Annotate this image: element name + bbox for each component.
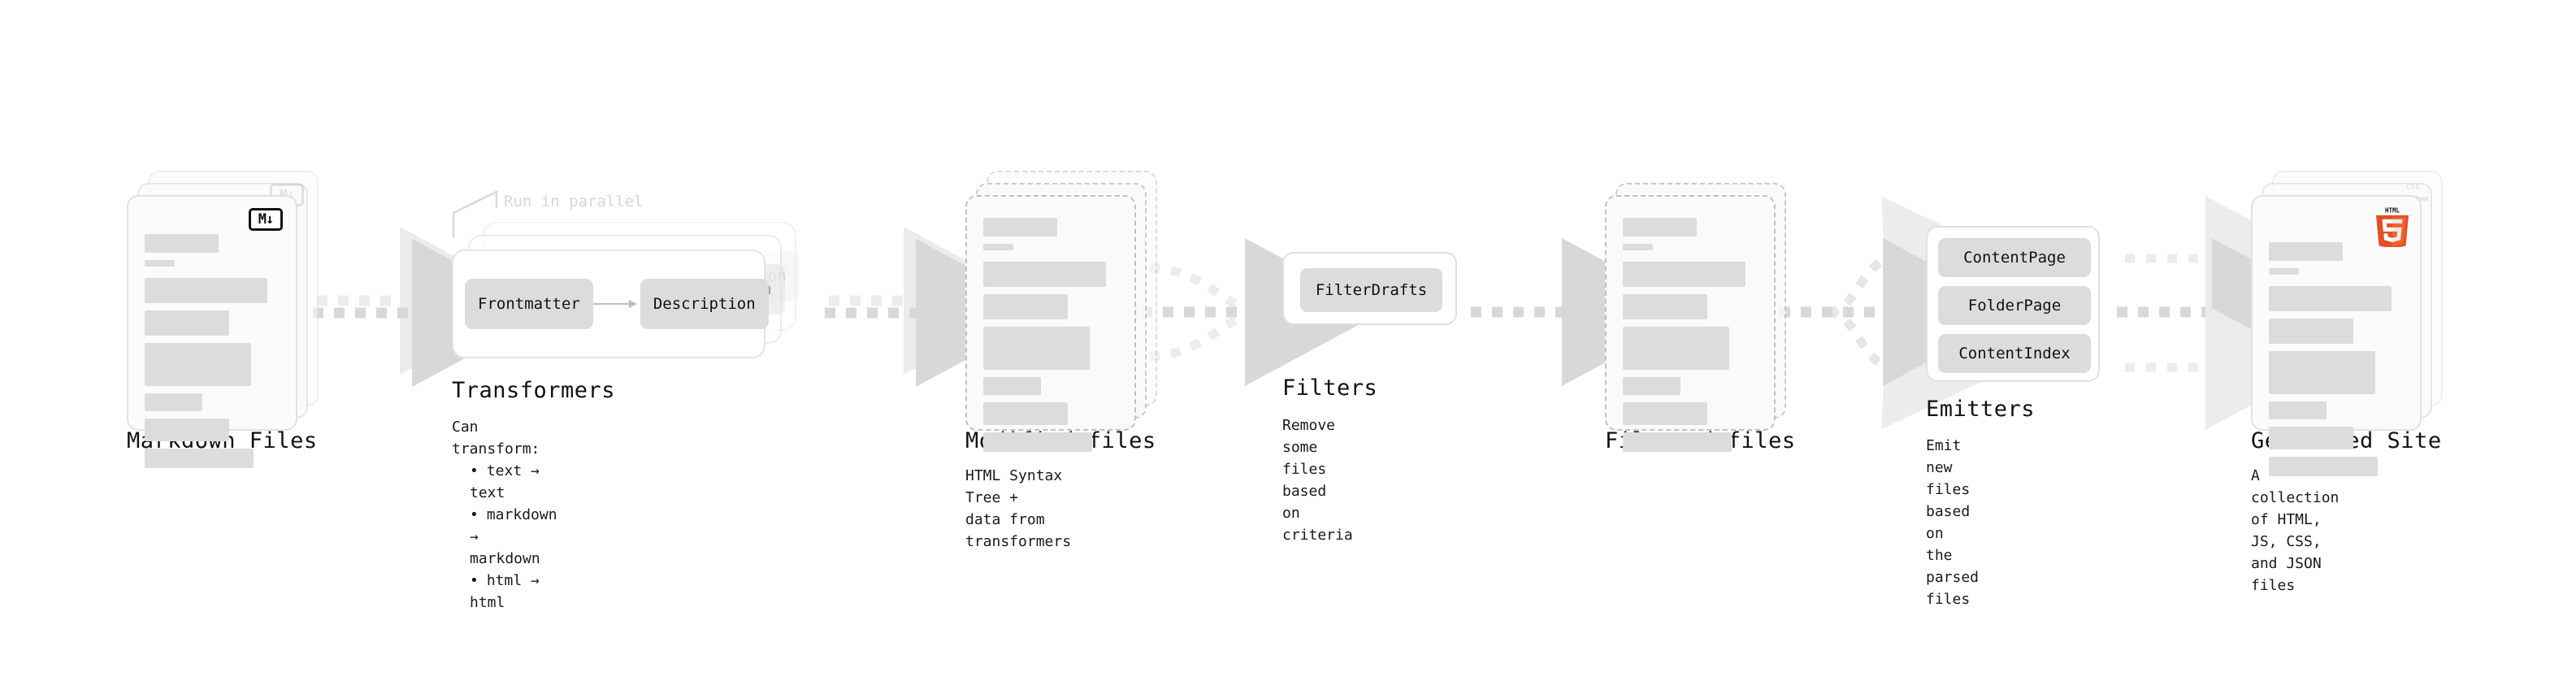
generated-card-html: HTML xyxy=(2251,195,2422,476)
emitters-description: Emit new files based on the parsed files xyxy=(1926,437,1980,608)
connector-markdown-to-transformers xyxy=(313,227,549,387)
content-bar xyxy=(983,402,1069,425)
pill-description[interactable]: Description xyxy=(640,279,769,329)
markdown-file-stack: M↓ M↓ M↓ xyxy=(127,171,319,468)
filters-description: Remove some files based on criteria xyxy=(1282,417,1353,544)
markdown-badge-label: M↓ xyxy=(249,208,283,231)
content-bar xyxy=(2269,319,2354,344)
run-in-parallel-label: Run in parallel xyxy=(504,193,644,210)
content-bar xyxy=(1623,377,1680,395)
content-bar xyxy=(983,262,1107,287)
transformers-description: Can transform: text → text markdown → ma… xyxy=(452,416,557,614)
modified-file-stack xyxy=(965,171,1157,452)
filtered-file-stack xyxy=(1605,183,1786,452)
content-bar xyxy=(1623,262,1746,287)
can-transform-label: Can transform: xyxy=(452,419,540,458)
page-title: Emitters xyxy=(1926,397,2036,422)
card-content-placeholder xyxy=(145,234,281,468)
transformer-card-front: Frontmatter Description xyxy=(452,249,769,358)
content-bar xyxy=(1623,402,1708,425)
content-bar xyxy=(145,278,268,303)
filtered-card-front xyxy=(1605,195,1776,452)
content-bar xyxy=(1623,244,1653,250)
connector-emitters-to-site xyxy=(2117,196,2349,430)
content-bar xyxy=(2269,286,2392,311)
page-title: Filters xyxy=(1282,375,1378,401)
markdown-card-front: M↓ xyxy=(127,195,297,468)
html5-icon: HTML xyxy=(2374,206,2410,250)
connector-filtered-to-emitters xyxy=(1780,196,2020,430)
content-bar xyxy=(2269,242,2343,261)
content-bar xyxy=(983,327,1091,370)
generated-site-description: A collection of HTML, JS, CSS, and JSON … xyxy=(2251,467,2340,594)
markdown-badge: M↓ xyxy=(249,208,283,231)
content-bar xyxy=(1623,294,1708,319)
generated-site-stack: CSS HTML xyxy=(2251,171,2443,476)
content-bar xyxy=(145,343,252,386)
modified-card-front xyxy=(965,195,1136,452)
content-bar xyxy=(2269,457,2379,476)
pill-frontmatter[interactable]: Frontmatter xyxy=(465,279,593,329)
list-item: text → text xyxy=(470,460,557,504)
content-bar xyxy=(145,449,254,468)
content-bar xyxy=(983,244,1013,250)
pill-filterdrafts[interactable]: FilterDrafts xyxy=(1300,268,1442,312)
card-content-placeholder xyxy=(983,218,1120,452)
card-content-placeholder xyxy=(2269,242,2405,476)
content-bar xyxy=(983,377,1041,395)
connector-modified-to-filters xyxy=(1142,238,1382,386)
connector-transformers-to-modified xyxy=(825,227,1053,387)
svg-text:HTML: HTML xyxy=(2385,207,2400,215)
pill-contentpage[interactable]: ContentPage xyxy=(1938,238,2091,277)
list-item: html → html xyxy=(470,570,557,614)
content-bar xyxy=(2269,268,2299,275)
page-title: Transformers xyxy=(452,378,616,403)
content-bar xyxy=(145,419,230,441)
emitters-box: ContentPage FolderPage ContentIndex xyxy=(1926,226,2100,382)
content-bar xyxy=(2269,351,2376,394)
content-bar xyxy=(2269,401,2327,419)
pill-folderpage[interactable]: FolderPage xyxy=(1938,286,2091,325)
modified-files-description: HTML Syntax Tree + data from transformer… xyxy=(965,467,1072,550)
filters-box: FilterDrafts xyxy=(1282,252,1457,325)
content-bar xyxy=(2269,427,2354,449)
arrow-icon xyxy=(592,298,640,310)
content-bar xyxy=(983,294,1069,319)
content-bar xyxy=(983,432,1093,452)
content-bar xyxy=(145,234,219,253)
pill-contentindex[interactable]: ContentIndex xyxy=(1938,334,2091,373)
content-bar xyxy=(1623,218,1697,236)
card-content-placeholder xyxy=(1623,218,1759,452)
content-bar xyxy=(1623,432,1733,452)
content-bar xyxy=(145,393,202,411)
content-bar xyxy=(145,310,230,336)
content-bar xyxy=(145,260,175,267)
content-bar xyxy=(1623,327,1730,370)
content-bar xyxy=(983,218,1057,236)
transform-list: text → text markdown → markdown html → h… xyxy=(452,460,557,614)
list-item: markdown → markdown xyxy=(470,504,557,570)
